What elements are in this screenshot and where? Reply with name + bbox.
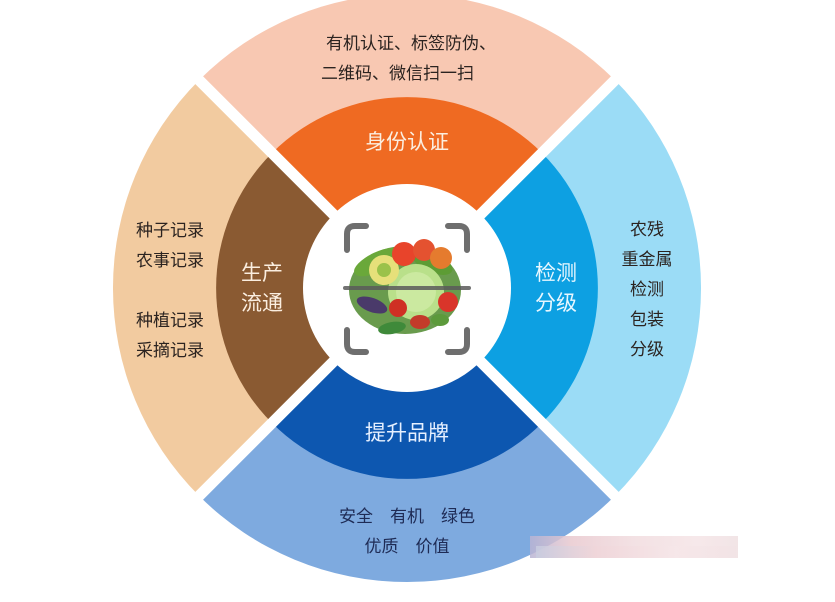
production-label-line: 流通 (241, 291, 283, 315)
inspection-detail-line: 包装 (630, 310, 664, 330)
watermark-blur (536, 546, 736, 558)
production-detail-line: 种植记录 (136, 311, 204, 331)
brand-label: 提升品牌 (365, 421, 449, 445)
inspection-label-line: 分级 (535, 291, 577, 315)
inspection-detail-line: 分级 (630, 340, 664, 360)
brand-detail-line: 优质 价值 (364, 537, 450, 557)
production-detail-line (125, 276, 215, 306)
production-outer-text: 种子记录 农事记录 种植记录 采摘记录 (125, 216, 215, 366)
identity-detail-line: 二维码、微信扫一扫 (321, 64, 474, 84)
inspection-outer-text: 农残 重金属 检测 包装 分级 (602, 215, 692, 365)
identity-label: 身份认证 (365, 130, 449, 154)
identity-outer-text: 有机认证、标签防伪、 二维码、微信扫一扫 (311, 29, 511, 89)
inspection-label: 检测 分级 (516, 258, 596, 318)
brand-outer-text: 安全 有机 绿色 优质 价值 (307, 502, 507, 562)
identity-detail-line: 有机认证、标签防伪、 (326, 34, 496, 54)
production-detail-line: 农事记录 (136, 251, 204, 271)
inspection-detail-line: 重金属 (621, 250, 673, 270)
production-detail-line: 采摘记录 (136, 341, 204, 361)
inspection-detail-line: 检测 (630, 280, 664, 300)
production-detail-line: 种子记录 (136, 221, 204, 241)
production-label: 生产 流通 (222, 258, 302, 318)
production-label-line: 生产 (241, 261, 283, 285)
inspection-label-line: 检测 (535, 261, 577, 285)
brand-detail-line: 安全 有机 绿色 (339, 507, 475, 527)
inspection-detail-line: 农残 (630, 220, 664, 240)
scan-frame-icon (343, 223, 471, 355)
